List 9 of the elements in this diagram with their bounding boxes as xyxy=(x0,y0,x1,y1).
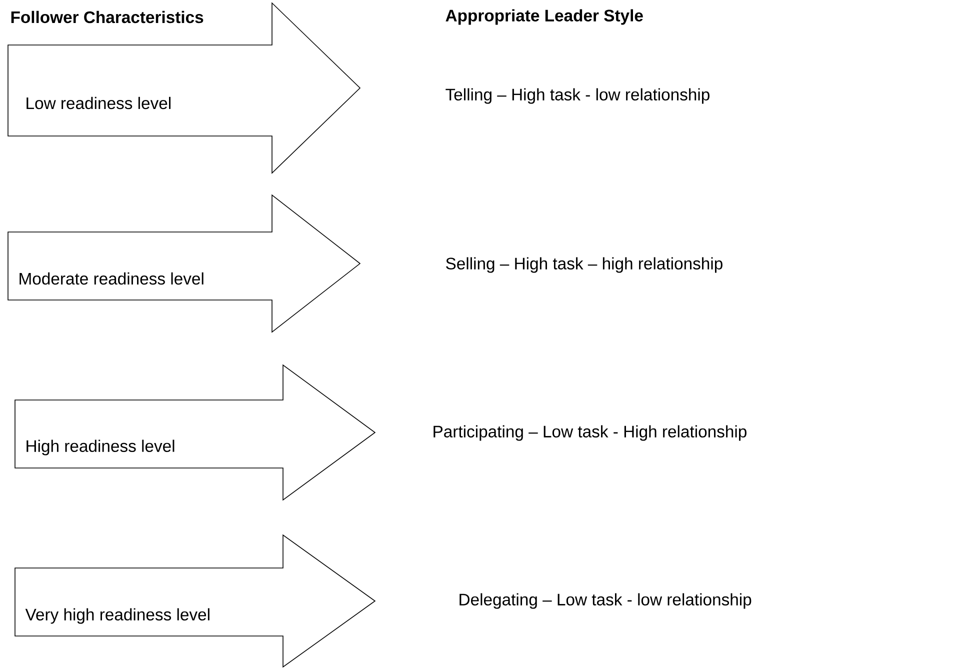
style-label: Participating – Low task - High relationship xyxy=(434,425,746,441)
arrow-box: Very high readiness level xyxy=(14,534,376,668)
style-label: Delegating – Low task - low relationship xyxy=(460,593,752,609)
column-heading: Follower Characteristics xyxy=(11,10,204,24)
style-label: Selling – High task – high relationship xyxy=(446,257,722,273)
column-heading: Appropriate Leader Style xyxy=(446,9,643,25)
arrow-box: High readiness level xyxy=(14,364,376,501)
arrow-box: Moderate readiness level xyxy=(8,194,361,333)
style-label: Telling – High task - low relationship xyxy=(446,88,710,104)
